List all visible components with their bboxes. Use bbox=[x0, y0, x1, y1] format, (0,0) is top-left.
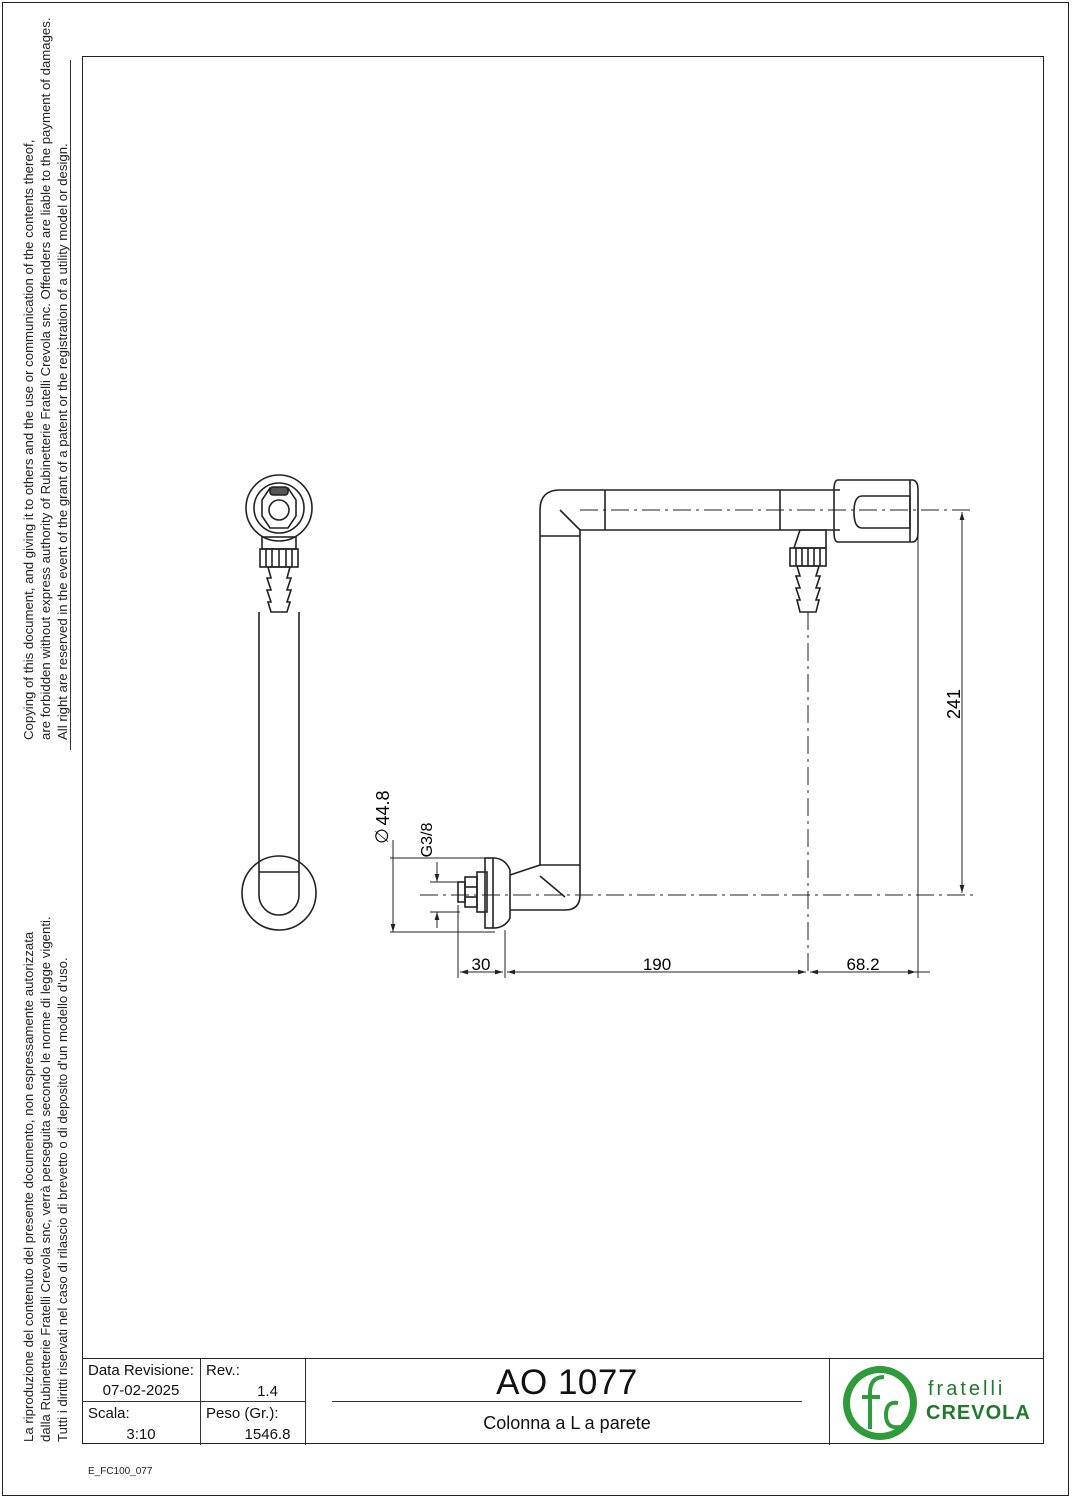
revision-number: 1.4 bbox=[257, 1383, 278, 1400]
article-description: Colonna a L a parete bbox=[483, 1413, 651, 1433]
title-block: Data Revisione: 07-02-2025 Rev.: 1.4 Sca… bbox=[82, 1358, 1044, 1445]
diameter-symbol: ∅ bbox=[372, 828, 392, 844]
dimension-offset: 68.2 bbox=[846, 955, 879, 974]
company-logo: fratelli CREVOLA bbox=[843, 1366, 1031, 1440]
side-view bbox=[241, 474, 317, 931]
dimension-depth: 30 bbox=[472, 955, 491, 974]
logo-text-fratelli: fratelli bbox=[928, 1378, 1005, 1400]
title-underline bbox=[332, 1401, 802, 1402]
dimension-thread: G3/8 bbox=[419, 823, 436, 858]
scale-label: Scala: bbox=[88, 1405, 130, 1422]
weight-value: 1546.8 bbox=[244, 1426, 291, 1443]
title-block-divider bbox=[82, 1401, 305, 1402]
drawing-frame bbox=[82, 56, 1044, 1444]
weight-label: Peso (Gr.): bbox=[206, 1405, 279, 1422]
revision-date-label: Data Revisione: bbox=[88, 1362, 194, 1379]
title-block-divider bbox=[200, 1359, 201, 1445]
revision-date: 07-02-2025 bbox=[102, 1382, 180, 1399]
drawing-file-code: E_FC100_077 bbox=[88, 1466, 153, 1477]
disclaimer-divider bbox=[70, 60, 71, 750]
revision-label: Rev.: bbox=[206, 1362, 240, 1379]
front-view bbox=[457, 479, 919, 929]
scale-value: 3:10 bbox=[126, 1426, 156, 1443]
logo-f-glyph bbox=[862, 1375, 885, 1429]
article-code: AO 1077 bbox=[496, 1363, 638, 1402]
title-block-divider bbox=[829, 1359, 830, 1445]
title-block-divider bbox=[305, 1359, 306, 1445]
logo-text-crevola: CREVOLA bbox=[926, 1402, 1031, 1424]
dimension-diameter: 44.8 bbox=[373, 790, 393, 825]
dimension-height: 241 bbox=[944, 689, 964, 719]
dimension-reach: 190 bbox=[643, 955, 671, 974]
logo-c-glyph bbox=[883, 1400, 901, 1430]
center-lines bbox=[420, 509, 975, 975]
dimension-lines bbox=[390, 510, 965, 978]
